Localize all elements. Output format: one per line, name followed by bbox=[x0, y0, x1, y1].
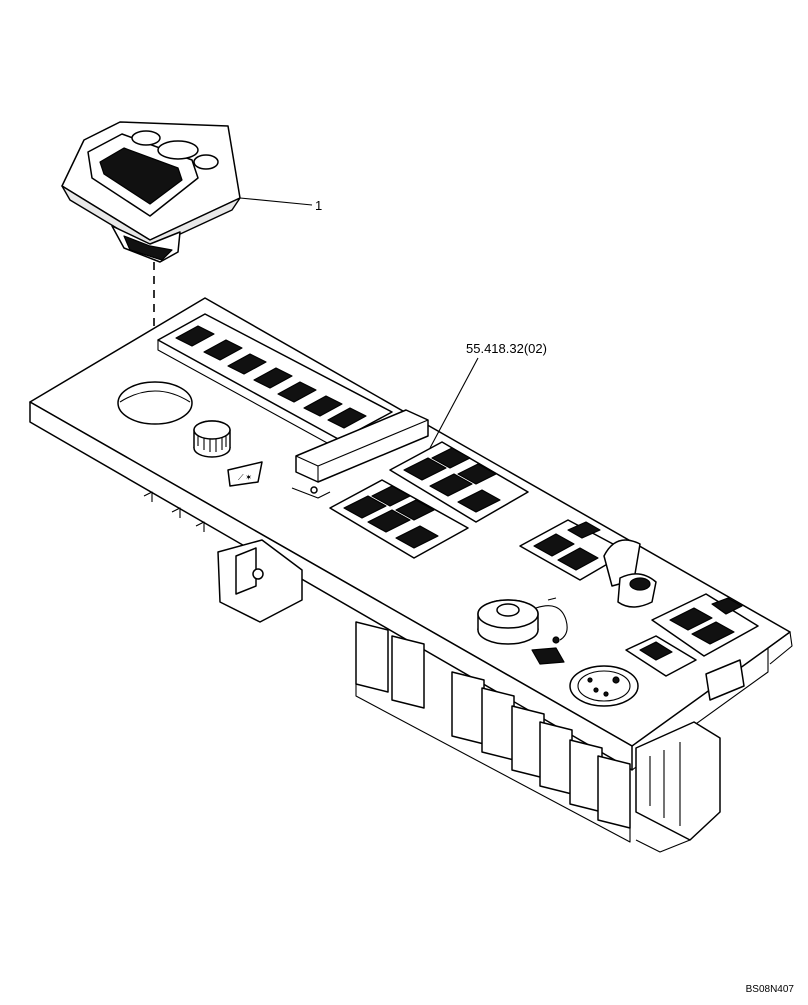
leader-line-2 bbox=[429, 357, 479, 449]
leader-line-1 bbox=[239, 197, 313, 206]
socket-module bbox=[291, 409, 429, 499]
mounting-brackets bbox=[143, 491, 303, 623]
round-gauge bbox=[569, 665, 639, 707]
buzzer bbox=[477, 597, 568, 645]
rotary-knob: ⟋ ✶ bbox=[193, 420, 263, 487]
switch-group-e bbox=[625, 635, 697, 677]
ignition-key-switch bbox=[603, 539, 657, 608]
figure-code: BS08N407 bbox=[746, 984, 795, 995]
relay-block-row bbox=[355, 621, 631, 843]
right-end-enclosure bbox=[635, 659, 745, 853]
callout-1: 1 bbox=[315, 198, 322, 213]
dashboard-console: ⟋ ✶ 55.418.32(02) bbox=[29, 297, 793, 853]
callout-2: 55.418.32(02) bbox=[466, 341, 547, 356]
svg-text:⟋ ✶: ⟋ ✶ bbox=[238, 473, 252, 482]
switch-group-a bbox=[389, 441, 529, 523]
label-plate bbox=[531, 647, 565, 665]
switch-group-d bbox=[651, 593, 759, 657]
switch-group-b bbox=[329, 479, 469, 559]
display-monitor bbox=[61, 121, 241, 263]
rocker-switch-row bbox=[157, 313, 393, 451]
